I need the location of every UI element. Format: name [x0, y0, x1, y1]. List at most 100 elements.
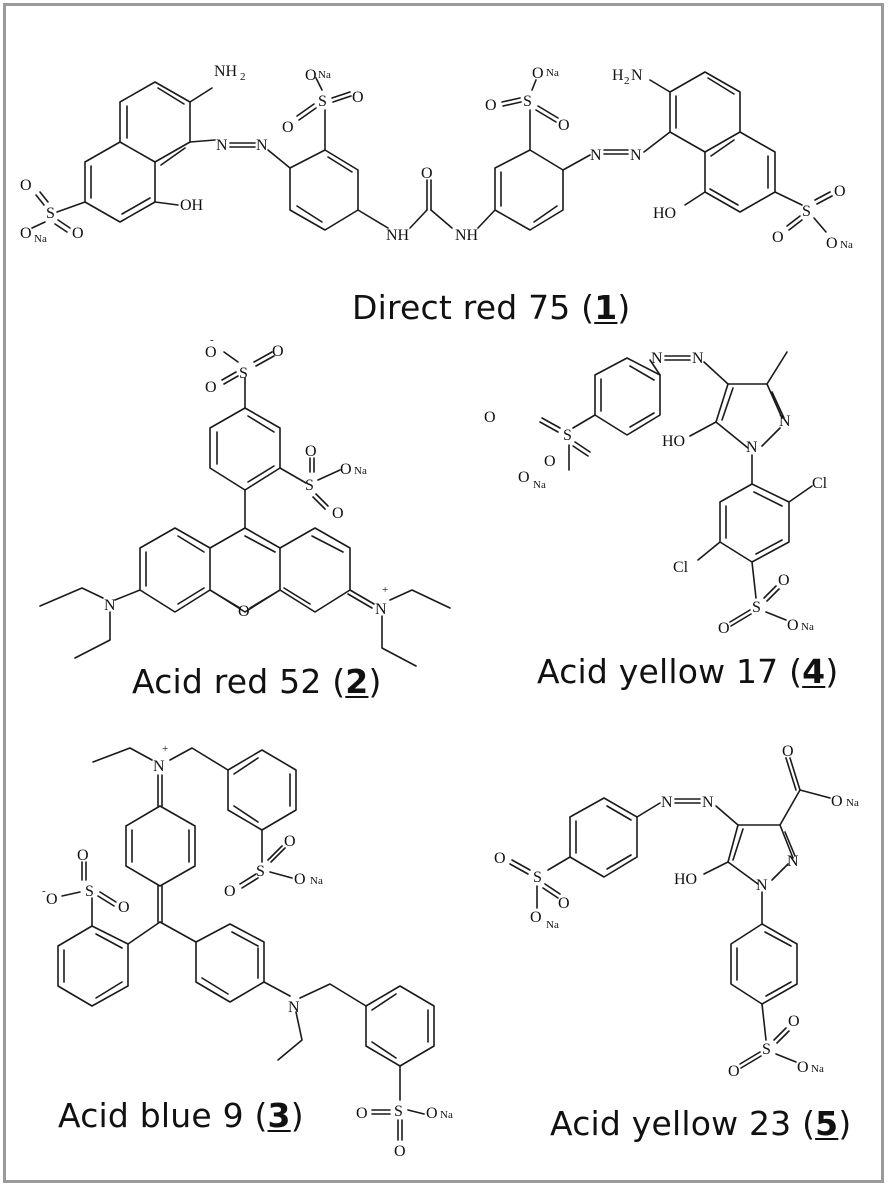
svg-text:O: O: [77, 847, 89, 864]
caption-text: Acid blue 9 (: [58, 1096, 268, 1135]
svg-text:N: N: [787, 853, 799, 870]
caption-acid-blue-9: Acid blue 9 (3): [58, 1096, 304, 1135]
svg-text:O: O: [224, 883, 236, 900]
svg-text:N: N: [692, 350, 704, 367]
svg-text:O: O: [778, 572, 790, 589]
svg-text:Na: Na: [533, 479, 546, 491]
svg-text:N: N: [288, 999, 300, 1016]
svg-text:-: -: [210, 334, 214, 346]
svg-text:O: O: [834, 183, 846, 200]
svg-text:Na: Na: [840, 239, 853, 251]
svg-text:N: N: [631, 67, 643, 84]
svg-text:O: O: [305, 67, 317, 84]
svg-text:Na: Na: [354, 465, 367, 477]
svg-text:O: O: [282, 119, 294, 136]
svg-text:O: O: [394, 1143, 406, 1160]
svg-text:O: O: [205, 344, 217, 361]
svg-text:Na: Na: [801, 621, 814, 633]
svg-text:+: +: [382, 584, 388, 596]
svg-text:2: 2: [240, 71, 246, 83]
svg-text:O: O: [284, 833, 296, 850]
svg-text:HO: HO: [674, 871, 697, 888]
svg-text:O: O: [494, 850, 506, 867]
svg-text:O: O: [332, 505, 344, 522]
svg-text:NH: NH: [455, 227, 479, 244]
svg-text:O: O: [558, 895, 570, 912]
svg-text:Na: Na: [318, 69, 331, 81]
svg-text:O: O: [294, 871, 306, 888]
svg-text:Cl: Cl: [812, 475, 828, 492]
svg-text:S: S: [318, 93, 327, 110]
caption-acid-red-52: Acid red 52 (2): [132, 662, 382, 701]
svg-text:O: O: [782, 743, 794, 760]
structure-acid-yellow-23: S O O O Na N N N N O O Na HO: [494, 743, 859, 1080]
svg-text:N: N: [104, 597, 116, 614]
caption-acid-yellow-17: Acid yellow 17 (4): [537, 652, 838, 691]
svg-text:H: H: [612, 67, 624, 84]
svg-text:Na: Na: [310, 875, 323, 887]
svg-text:O: O: [272, 343, 284, 360]
svg-text:O: O: [831, 793, 843, 810]
caption-close: ): [368, 662, 382, 701]
svg-text:S: S: [752, 599, 761, 616]
svg-text:S: S: [85, 883, 94, 900]
svg-text:S: S: [762, 1041, 771, 1058]
svg-text:S: S: [523, 93, 532, 110]
compound-number: 3: [267, 1096, 291, 1135]
compound-number: 5: [815, 1104, 839, 1143]
svg-text:N: N: [756, 877, 768, 894]
svg-text:O: O: [544, 453, 556, 470]
svg-text:S: S: [46, 205, 55, 222]
svg-text:O: O: [797, 1059, 809, 1076]
svg-text:N: N: [153, 758, 165, 775]
svg-text:Na: Na: [546, 919, 559, 931]
svg-text:O: O: [558, 117, 570, 134]
svg-text:O: O: [530, 909, 542, 926]
svg-text:S: S: [802, 203, 811, 220]
svg-text:Na: Na: [440, 1109, 453, 1121]
svg-text:O: O: [788, 1013, 800, 1030]
structure-acid-yellow-17: S O O O Na N N N N HO Cl Cl: [484, 350, 828, 637]
svg-text:O: O: [772, 229, 784, 246]
svg-text:O: O: [484, 409, 496, 426]
svg-text:O: O: [532, 65, 544, 82]
structure-acid-blue-9: N + S O O O Na S O O: [42, 743, 453, 1160]
svg-text:Cl: Cl: [673, 559, 689, 576]
svg-text:Na: Na: [546, 67, 559, 79]
svg-text:HO: HO: [662, 433, 685, 450]
svg-text:O: O: [426, 1105, 438, 1122]
structure-direct-red-75: NH 2 O H S O O O Na N N S O Na O O: [20, 63, 853, 252]
svg-text:S: S: [563, 427, 572, 444]
svg-text:Na: Na: [846, 797, 859, 809]
svg-text:N: N: [779, 413, 791, 430]
compound-number: 2: [345, 662, 369, 701]
svg-text:O: O: [20, 177, 32, 194]
caption-text: Acid yellow 23 (: [550, 1104, 816, 1143]
svg-text:S: S: [533, 869, 542, 886]
svg-text:S: S: [305, 477, 314, 494]
caption-text: Direct red 75 (: [352, 288, 595, 327]
caption-direct-red-75: Direct red 75 (1): [352, 288, 630, 327]
svg-text:O: O: [718, 620, 730, 637]
svg-text:O: O: [118, 899, 130, 916]
svg-text:NH: NH: [386, 227, 410, 244]
caption-close: ): [825, 652, 839, 691]
caption-text: Acid red 52 (: [132, 662, 346, 701]
svg-text:N: N: [375, 601, 387, 618]
svg-text:N: N: [590, 147, 602, 164]
caption-close: ): [838, 1104, 852, 1143]
svg-text:HO: HO: [653, 205, 676, 222]
svg-text:N: N: [651, 350, 663, 367]
caption-close: ): [290, 1096, 304, 1135]
svg-text:-: -: [42, 885, 46, 897]
svg-text:+: +: [162, 743, 168, 755]
svg-text:O: O: [340, 461, 352, 478]
caption-close: ): [617, 288, 631, 327]
svg-text:O: O: [728, 1063, 740, 1080]
svg-text:N: N: [746, 439, 758, 456]
svg-text:N: N: [661, 794, 673, 811]
svg-text:N: N: [216, 137, 228, 154]
svg-text:2: 2: [624, 75, 630, 87]
svg-text:O: O: [518, 469, 530, 486]
svg-text:O: O: [72, 225, 84, 242]
